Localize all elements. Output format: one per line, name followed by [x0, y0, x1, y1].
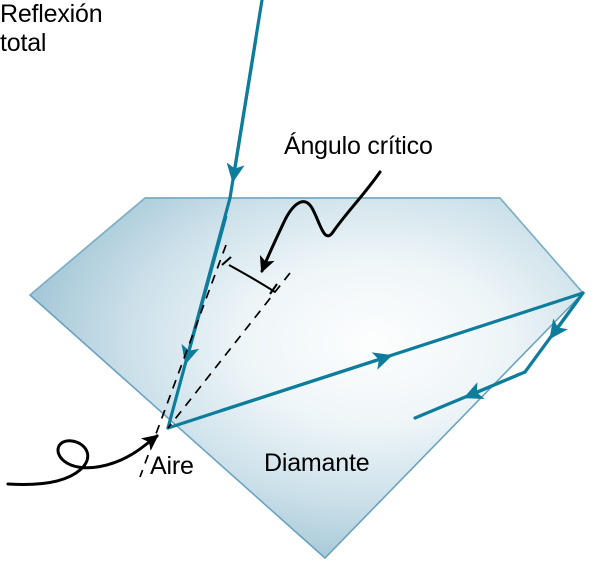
- critical-angle-leader-line: [259, 170, 382, 274]
- total-reflection-label-line2: total: [0, 29, 47, 57]
- reflected-ray-3-arrowhead-carrier: [463, 372, 521, 400]
- incident-ray-arrowhead-carrier: [226, 37, 258, 183]
- facet-edge-right: [499, 197, 584, 294]
- critical-angle-arc-tick-end: [269, 283, 278, 295]
- reflected-ray-2-arrowhead-carrier: [549, 299, 580, 340]
- critical-angle-label: Ángulo crítico: [284, 132, 433, 160]
- air-label: Aire: [150, 452, 194, 480]
- total-reflection-leader-line: [6, 434, 159, 486]
- critical-angle-arc-tick-start: [221, 256, 232, 266]
- facet-edge-left: [29, 197, 146, 296]
- diamond-shape: [28, 197, 585, 560]
- critical-angle-dashed-line: [167, 272, 291, 429]
- refracted-ray-arrowhead-carrier: [181, 215, 228, 365]
- diamond-label: Diamante: [264, 449, 370, 477]
- reflected-ray-1-arrowhead-carrier: [219, 352, 393, 413]
- total-reflection-label: Reflexión total: [0, 0, 601, 58]
- total-reflection-label-line1: Reflexión: [0, 0, 103, 28]
